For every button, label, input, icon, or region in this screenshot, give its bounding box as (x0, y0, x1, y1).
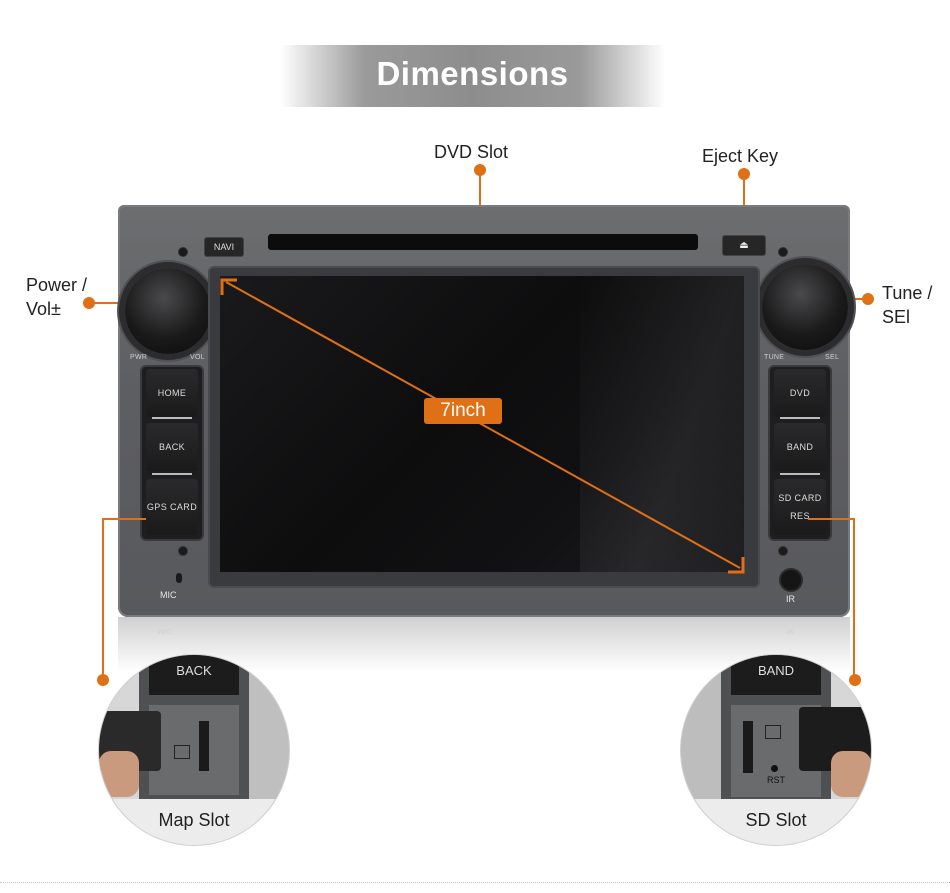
bottom-divider (0, 882, 950, 883)
res-label: RES (790, 511, 810, 521)
zoom-back-label: BACK (176, 663, 212, 678)
button-divider (780, 473, 820, 475)
sel-label: SEL (825, 354, 840, 361)
zoom-slot-frame (149, 705, 239, 795)
back-button[interactable]: BACK (146, 423, 198, 471)
home-button[interactable]: HOME (146, 369, 198, 417)
ir-label: IR (786, 594, 795, 604)
tune-sel-label-2: SEl (882, 307, 911, 327)
mic-label: MIC (160, 590, 177, 600)
power-volume-knob[interactable] (125, 268, 211, 354)
pwr-label: PWR (130, 354, 148, 361)
zoom-reset-hole (771, 765, 778, 772)
zoom-finger (99, 751, 139, 797)
tune-sel-dot (862, 293, 874, 305)
ir-sensor (779, 568, 803, 592)
zoom-card-icon (174, 745, 190, 759)
zoom-rst-label: RST (767, 775, 785, 785)
map-slot-caption: Map Slot (99, 799, 289, 845)
tune-sel-label-1: Tune / (882, 283, 933, 303)
button-divider (780, 417, 820, 419)
power-vol-label-1: Power / (26, 275, 88, 295)
mic-hole (176, 573, 182, 583)
screen-size-badge: 7inch (424, 398, 502, 424)
dvd-button-label: DVD (789, 388, 811, 398)
eject-key-leader (743, 174, 745, 234)
sd-slot-caption: SD Slot (681, 799, 871, 845)
screw-bottom-right (778, 546, 788, 556)
right-button-panel: DVD BAND SD CARD RES (768, 365, 832, 541)
home-button-label: HOME (157, 388, 187, 398)
zoom-finger (831, 751, 871, 797)
dvd-slot[interactable] (268, 234, 698, 250)
diagonal-line (225, 281, 741, 569)
zoom-card-icon (765, 725, 781, 739)
screw-top-right (778, 247, 788, 257)
page-title: Dimensions (376, 55, 569, 92)
dvd-button[interactable]: DVD (774, 369, 826, 417)
zoom-card-slot (743, 721, 753, 773)
map-slot-leader-v (102, 518, 104, 676)
band-button[interactable]: BAND (774, 423, 826, 471)
zoom-card-slot (199, 721, 209, 771)
zoom-edge (681, 655, 721, 800)
gps-card-label: GPS CARD (146, 502, 198, 512)
sd-card-label: SD CARD (778, 493, 822, 503)
map-slot-leader-h (102, 518, 146, 520)
screw-bottom-left (178, 546, 188, 556)
corner-bottom-right (728, 557, 745, 574)
power-vol-label-2: Vol± (26, 299, 61, 319)
map-slot-dot (97, 674, 109, 686)
screw-top-left (178, 247, 188, 257)
title-banner (280, 45, 665, 107)
left-button-panel: HOME BACK GPS CARD (140, 365, 204, 541)
zoom-band-label: BAND (757, 663, 795, 678)
corner-top-left (220, 278, 237, 295)
tune-label: TUNE (764, 354, 785, 361)
band-button-label: BAND (786, 442, 814, 452)
vol-label: VOL (190, 354, 205, 361)
power-vol-dot (83, 297, 95, 309)
back-button-label: BACK (158, 442, 186, 452)
button-divider (152, 417, 192, 419)
zoom-band-button: BAND (731, 655, 821, 695)
eject-key-label: Eject Key (702, 146, 779, 166)
eject-button[interactable]: ⏏ (722, 235, 766, 256)
zoom-edge (249, 655, 289, 800)
sd-slot-leader-h (808, 518, 854, 520)
dvd-slot-label: DVD Slot (434, 142, 509, 162)
sd-slot-leader-v (853, 518, 855, 676)
sd-slot-zoom: BAND RST SD Slot (680, 654, 872, 846)
button-divider (152, 473, 192, 475)
sd-card-button[interactable]: SD CARD RES (774, 479, 826, 535)
navi-button[interactable]: NAVI (204, 237, 244, 257)
sd-slot-dot (849, 674, 861, 686)
gps-card-button[interactable]: GPS CARD (146, 479, 198, 535)
screen-gloss (580, 276, 744, 572)
map-slot-zoom: BACK Map Slot (98, 654, 290, 846)
dvd-slot-leader (479, 170, 481, 232)
tune-select-knob[interactable] (762, 264, 848, 350)
zoom-back-button: BACK (149, 655, 239, 695)
